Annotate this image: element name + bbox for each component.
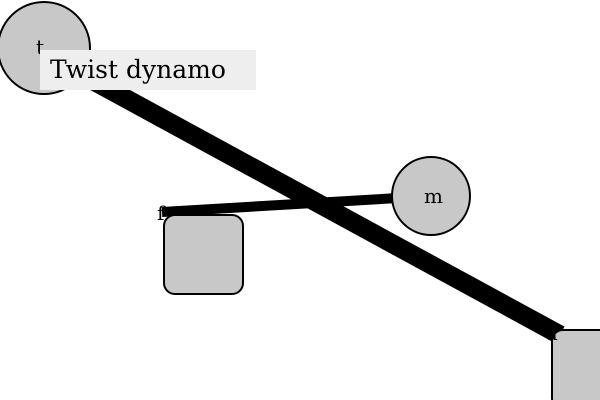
edge-t-d	[39, 45, 565, 344]
node-m-label: m	[424, 184, 443, 208]
node-f-label: f	[157, 201, 166, 225]
diagram-title: Twist dynamo	[40, 50, 256, 90]
node-d[interactable]: d	[545, 321, 600, 400]
node-d-shape	[551, 329, 600, 400]
node-f-shape	[163, 214, 244, 295]
edge-f-m	[161, 191, 433, 217]
node-f[interactable]: f	[157, 201, 244, 295]
node-m-shape	[391, 156, 471, 236]
node-m[interactable]: m	[391, 156, 471, 236]
title-text: Twist dynamo	[50, 55, 226, 84]
node-t-label: t	[36, 35, 44, 59]
node-d-label: d	[545, 321, 558, 345]
title-box	[40, 50, 256, 90]
